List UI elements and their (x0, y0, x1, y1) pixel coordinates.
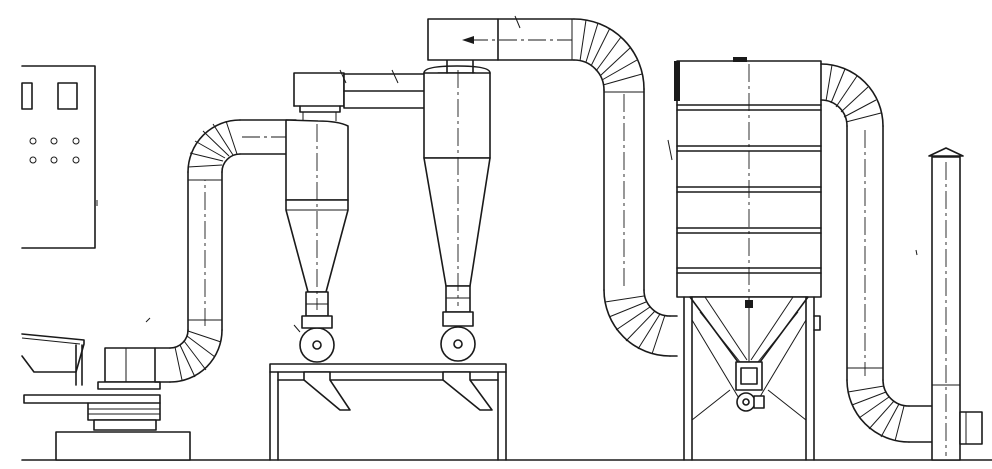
outlet-duct (820, 63, 933, 443)
cabinet-window-right (57, 82, 78, 110)
rotary-valve-3 (735, 361, 765, 412)
feed-hopper (21, 333, 85, 386)
elbow-duct-1 (154, 119, 297, 383)
cabinet-indicator-lights (29, 137, 80, 164)
chimney-stack (928, 147, 964, 461)
drawing-marks (96, 139, 918, 323)
rotary-valve-2 (440, 311, 476, 362)
overhead-duct (427, 15, 678, 357)
primary-cyclone (285, 112, 349, 363)
grinding-mill (23, 347, 191, 461)
pulse-bag-filter (674, 57, 822, 461)
crossover-duct (293, 69, 476, 113)
rotary-valve-1 (293, 315, 335, 363)
exhaust-fan (959, 411, 983, 445)
support-frame (269, 363, 507, 461)
secondary-cyclone (423, 59, 491, 362)
control-cabinet (21, 65, 96, 249)
cabinet-window-left (21, 82, 33, 110)
